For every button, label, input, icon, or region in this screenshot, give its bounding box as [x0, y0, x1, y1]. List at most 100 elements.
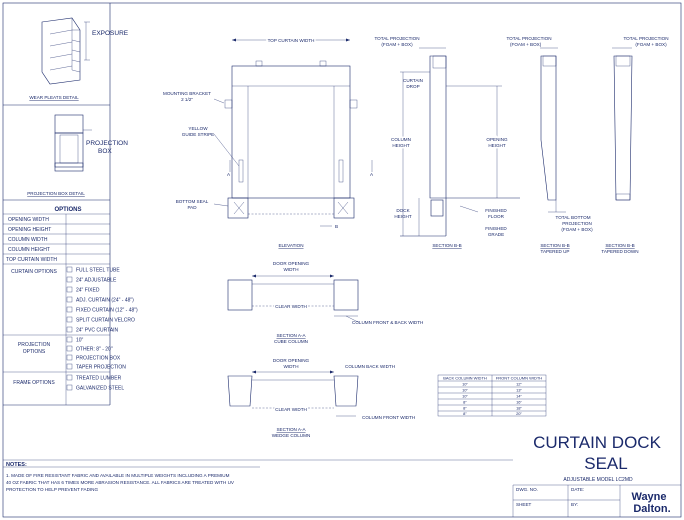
model-label: ADJUSTABLE MODEL LC2MD — [563, 477, 633, 483]
checkbox-adj-curtain[interactable] — [66, 296, 73, 303]
bb-total-proj-1: TOTAL PROJECTION — [374, 36, 419, 41]
table-header: FRONT COLUMN WIDTH — [496, 376, 542, 381]
section-aa-cube: DOOR OPENING WIDTH CLEAR WIDTH COLUMN FR… — [227, 261, 423, 344]
td-total-proj-2: (FOAM + BOX) — [635, 42, 667, 47]
opening-width-row: OPENING WIDTH — [8, 217, 49, 223]
cube-column-front-back: COLUMN FRONT & BACK WIDTH — [352, 320, 423, 325]
dock-height-2: HEIGHT — [394, 214, 412, 219]
section-mark-a-right: A — [370, 172, 374, 177]
checkbox-taper[interactable] — [66, 363, 73, 370]
yellow-label-2: GUIDE STRIPE — [182, 132, 214, 137]
section-bb-caption: SECTION B-B — [432, 243, 461, 248]
bottom-seal-label-1: BOTTOM SEAL — [176, 199, 209, 204]
checkbox-full-steel[interactable] — [66, 266, 73, 273]
td-caption-2: TAPERED DOWN — [601, 249, 638, 254]
column-width-table: BACK COLUMN WIDTH FRONT COLUMN WIDTH 10"… — [437, 374, 547, 417]
bb-total-proj-2: (FOAM + BOX) — [381, 42, 413, 47]
dwg-no-label: DWG. NO. — [516, 487, 538, 492]
projection-option: OTHER: 8" - 20" — [76, 347, 113, 353]
cube-door-opening-2: WIDTH — [283, 267, 298, 272]
column-height-row: COLUMN HEIGHT — [8, 247, 50, 253]
yellow-label-1: YELLOW — [188, 126, 208, 131]
drawing-title-2: SEAL — [584, 454, 627, 473]
sheet-label: SHEET — [516, 502, 532, 507]
section-mark-b: B — [335, 224, 338, 229]
finished-grade-2: GRADE — [488, 232, 504, 237]
wear-pleats-detail: EXPOSURE WEAR PLEATS DETAIL — [29, 17, 129, 100]
elevation-caption: ELEVATION — [278, 243, 303, 248]
checkbox-24-fixed[interactable] — [66, 286, 73, 293]
left-panel: EXPOSURE WEAR PLEATS DETAIL PROJECTION B… — [3, 3, 138, 406]
table-cell: 10" — [462, 388, 468, 393]
td-total-proj-1: TOTAL PROJECTION — [623, 36, 668, 41]
projection-option: TAPER PROJECTION — [76, 365, 126, 371]
tu-total-proj-1: TOTAL PROJECTION — [506, 36, 551, 41]
top-curtain-width-row: TOP CURTAIN WIDTH — [6, 257, 57, 263]
cube-clear-width: CLEAR WIDTH — [275, 304, 307, 309]
curtain-option: 24" ADJUSTABLE — [76, 278, 117, 284]
checkbox-split-curtain[interactable] — [66, 316, 73, 323]
checkbox-other[interactable] — [66, 345, 73, 352]
curtain-option: SPLIT CURTAIN VELCRO — [76, 318, 135, 324]
finished-floor-1: FINISHED — [485, 208, 507, 213]
wayne-dalton-logo-2: Dalton. — [633, 503, 670, 515]
tu-caption-1: SECTION B-B — [540, 243, 569, 248]
checkbox-fixed-curtain[interactable] — [66, 306, 73, 313]
section-mark-a-left: A — [227, 172, 231, 177]
curtain-drop-2: DROP — [406, 84, 419, 89]
table-cell: 12" — [516, 382, 522, 387]
checkbox-10in[interactable] — [66, 336, 73, 343]
td-caption-1: SECTION B-B — [605, 243, 634, 248]
table-cell: 8" — [463, 411, 467, 416]
by-label: BY: — [571, 502, 578, 507]
tu-bottom-proj-1: TOTAL BOTTOM — [555, 215, 590, 220]
bottom-seal-label-2: PAD — [187, 205, 197, 210]
finished-floor-2: FLOOR — [488, 214, 505, 219]
date-label: DATE: — [571, 487, 584, 492]
tu-bottom-proj-2: PROJECTION — [562, 221, 592, 226]
projection-options-label-1: PROJECTION — [18, 342, 51, 348]
checkbox-galvanized[interactable] — [66, 384, 73, 391]
opening-height-1: OPENING — [486, 137, 508, 142]
column-height-2: HEIGHT — [392, 143, 410, 148]
tu-bottom-proj-3: (FOAM + BOX) — [561, 227, 593, 232]
section-bb-tapered-up: TOTAL PROJECTION (FOAM + BOX) TOTAL BOTT… — [506, 36, 593, 254]
exposure-label: EXPOSURE — [92, 30, 129, 37]
top-curtain-width-label: TOP CURTAIN WIDTH — [268, 38, 315, 43]
tu-caption-2: TAPERED UP — [540, 249, 569, 254]
curtain-option: FIXED CURTAIN (12" - 48") — [76, 308, 138, 314]
dock-height-1: DOCK — [396, 208, 410, 213]
curtain-options-label: CURTAIN OPTIONS — [11, 269, 57, 275]
frame-options-label: FRAME OPTIONS — [13, 380, 55, 386]
projection-option: PROJECTION BOX — [76, 356, 121, 362]
notes-block: NOTES: 1. MADE OF FIRE RESISTANT FABRIC … — [3, 459, 513, 492]
projection-label-1: PROJECTION — [86, 140, 128, 147]
checkbox-treated-lumber[interactable] — [66, 374, 73, 381]
finished-grade-1: FINISHED — [485, 226, 507, 231]
checkbox-24-adjustable[interactable] — [66, 276, 73, 283]
opening-height-2: HEIGHT — [488, 143, 506, 148]
curtain-options-list: FULL STEEL TUBE 24" ADJUSTABLE 24" FIXED… — [66, 266, 138, 334]
projection-option: 10" — [76, 338, 84, 344]
checkbox-projection-box[interactable] — [66, 354, 73, 361]
curtain-option: FULL STEEL TUBE — [76, 268, 120, 274]
table-cell: 10" — [462, 394, 468, 399]
projection-box-caption: PROJECTION BOX DETAIL — [27, 191, 85, 196]
options-header: OPTIONS — [54, 207, 81, 213]
wedge-door-opening-2: WIDTH — [283, 364, 298, 369]
checkbox-pvc-curtain[interactable] — [66, 326, 73, 333]
note-line: PROTECTION TO HELP PREVENT FADING — [6, 487, 98, 492]
notes-header: NOTES: — [6, 462, 27, 468]
curtain-drop-1: CURTAIN — [403, 78, 423, 83]
opening-height-row: OPENING HEIGHT — [8, 227, 51, 233]
column-height-1: COLUMN — [391, 137, 411, 142]
section-bb-tapered-down: TOTAL PROJECTION (FOAM + BOX) SECTION B-… — [601, 36, 668, 254]
section-aa-wedge: DOOR OPENING WIDTH COLUMN BACK WIDTH CLE… — [227, 358, 415, 438]
cube-door-opening-1: DOOR OPENING — [273, 261, 310, 266]
table-cell: 10" — [462, 382, 468, 387]
mounting-bracket-label-2: 2 1/2" — [181, 97, 193, 102]
frame-option: TREATED LUMBER — [76, 376, 122, 382]
column-width-row: COLUMN WIDTH — [8, 237, 48, 243]
table-cell: 16" — [516, 400, 522, 405]
